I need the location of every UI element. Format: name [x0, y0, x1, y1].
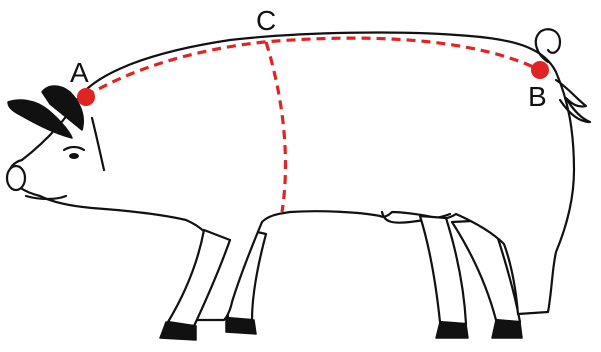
- point-a-marker: [77, 88, 95, 106]
- eye: [69, 153, 79, 159]
- hoof-hind-far: [492, 320, 522, 338]
- point-b-marker: [531, 61, 549, 79]
- point-a-label: A: [70, 57, 89, 88]
- snout: [7, 166, 25, 190]
- hoof-front-near: [160, 322, 196, 340]
- point-b-label: B: [528, 81, 547, 112]
- hooves: [160, 318, 522, 340]
- hoof-hind-near: [436, 322, 468, 338]
- far-legs: [228, 220, 520, 322]
- point-c-label: C: [256, 5, 276, 36]
- hoof-front-far: [226, 318, 256, 334]
